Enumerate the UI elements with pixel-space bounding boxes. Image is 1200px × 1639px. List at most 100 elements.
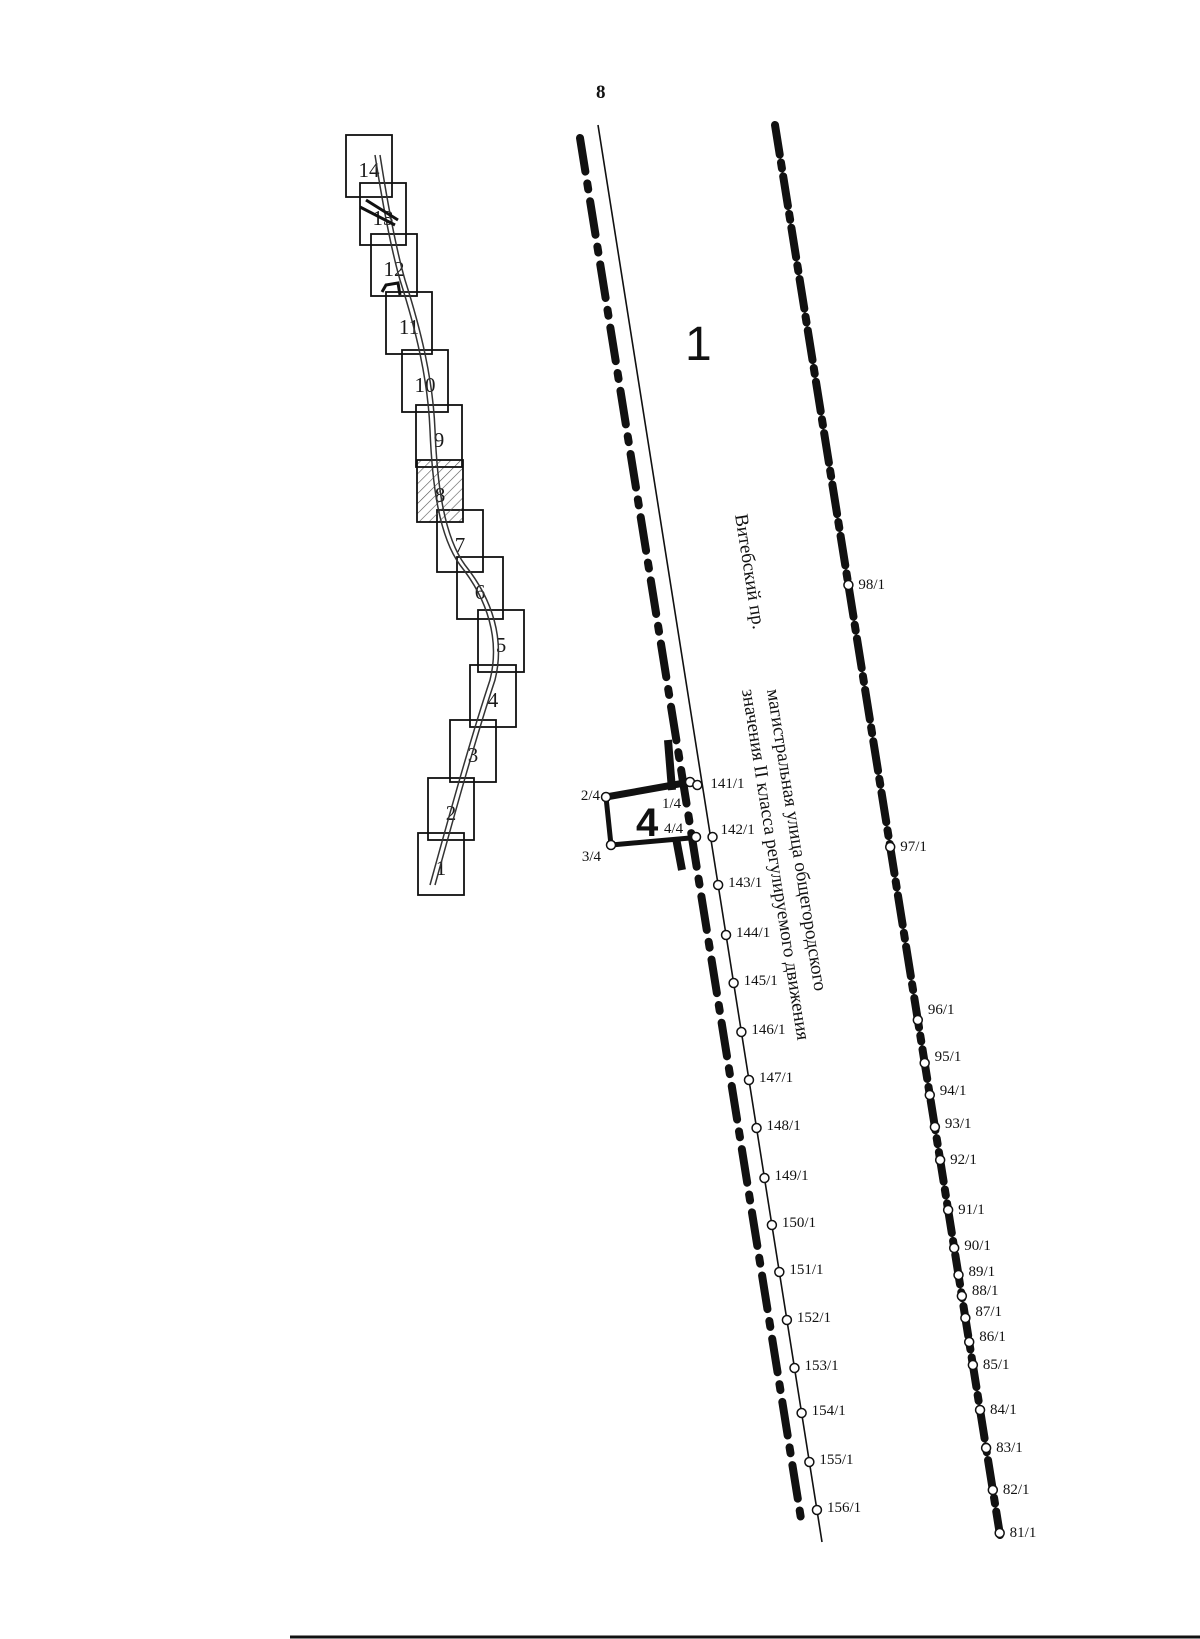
point-marker [960,1312,971,1324]
point-marker [712,879,724,891]
east-line-point: 86/1 [979,1329,1006,1345]
red-line-point: 154/1 [812,1403,846,1419]
east-line-point: 87/1 [975,1304,1002,1320]
zone-number: 1 [685,318,712,371]
red-line-point: 150/1 [782,1215,816,1231]
point-marker [929,1121,941,1133]
point-marker [994,1527,1005,1539]
index-sheet-10 [401,349,449,413]
track-branch [359,198,399,227]
index-sheet-label: 8 [435,483,446,507]
west-boundary-line [576,134,806,1529]
point-marker [690,831,702,843]
point-marker [934,1154,946,1166]
boundary-points [600,579,1005,1539]
east-line-point: 89/1 [969,1264,996,1280]
track-line [374,154,495,886]
index-sheet-6 [456,556,504,620]
index-sheet-3 [449,719,497,783]
point-marker [912,1014,924,1026]
point-marker [728,977,739,989]
point-marker [942,1204,954,1216]
east-line-point: 83/1 [996,1440,1023,1456]
street-name: Витебский пр. [730,512,769,630]
point-marker [766,1219,778,1231]
index-sheet-5 [477,609,525,673]
red-line-point: 142/1 [721,822,755,838]
top-number: 8 [596,82,606,103]
plot-point-3: 3/4 [582,849,602,865]
index-sheet-label: 7 [455,533,466,557]
east-line-point: 98/1 [858,577,885,593]
east-line-point: 97/1 [900,839,927,855]
point-marker [974,1404,986,1416]
east-line-point: 90/1 [964,1238,991,1254]
index-sheet-label: 11 [399,315,419,339]
red-line-point: 153/1 [804,1358,838,1374]
point-marker [743,1074,755,1086]
point-marker [804,1456,815,1468]
plot-point-2: 2/4 [581,788,601,804]
index-sheet-label: 3 [468,743,479,767]
plot-point-1: 1/4 [662,796,682,812]
point-marker [811,1504,823,1516]
point-marker [980,1442,992,1454]
east-line-point: 92/1 [950,1152,977,1168]
index-sheet-9 [415,404,463,468]
index-sheet-label: 2 [446,801,457,825]
east-line-point: 85/1 [983,1357,1010,1373]
point-marker [600,791,612,803]
point-marker [919,1057,930,1069]
index-sheet-1 [417,832,465,896]
east-line-point: 93/1 [945,1116,972,1132]
index-sheet-label: 14 [359,158,381,182]
point-marker [924,1089,936,1101]
point-marker [781,1314,793,1326]
red-line-point: 144/1 [736,925,770,941]
point-marker [707,831,718,843]
point-marker [843,579,854,591]
red-line-point: 145/1 [744,973,778,989]
point-marker [736,1026,747,1038]
east-line-point: 84/1 [990,1402,1017,1418]
point-marker [963,1336,975,1348]
track-line-2 [379,154,500,886]
track-spur [380,281,402,296]
index-sheet-2 [427,777,475,841]
point-marker [605,839,617,851]
index-sheet-label: 9 [434,428,445,452]
east-line-point: 82/1 [1003,1482,1030,1498]
point-marker [692,779,703,791]
point-marker [948,1242,960,1254]
east-line-point: 88/1 [972,1283,999,1299]
plot-4-outline [603,739,691,871]
red-line-point: 151/1 [789,1262,823,1278]
east-line-point: 94/1 [940,1083,967,1099]
red-line-point: 146/1 [751,1022,785,1038]
point-marker [987,1484,999,1496]
point-labels: 1/42/43/44/4141/1142/1143/1144/1145/1146… [581,577,1037,1541]
point-marker [759,1172,770,1184]
red-line-point: 147/1 [759,1070,793,1086]
index-sheet-label: 6 [475,580,486,604]
point-marker [774,1266,785,1278]
point-marker [884,841,896,853]
point-marker [720,929,732,941]
red-line-point: 156/1 [827,1500,861,1516]
red-line-point: 141/1 [710,776,744,792]
red-line-point: 155/1 [819,1452,853,1468]
red-line-point: 149/1 [774,1168,808,1184]
east-line-point: 81/1 [1010,1525,1037,1541]
east-line-point: 95/1 [935,1049,962,1065]
red-line-point: 152/1 [797,1310,831,1326]
plot-number: 4 [636,801,659,845]
point-marker [953,1269,964,1281]
index-sheet-14 [345,134,393,198]
red-line-point: 143/1 [728,875,762,891]
point-marker [967,1359,979,1371]
index-sheet-label: 5 [496,633,507,657]
index-sheet-label: 1 [436,856,447,880]
point-marker [751,1122,762,1134]
